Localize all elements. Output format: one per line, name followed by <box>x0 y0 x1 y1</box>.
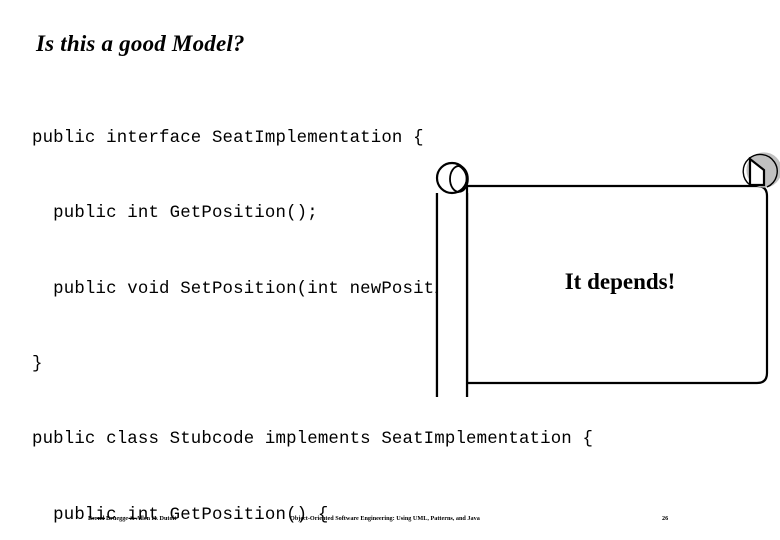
code-line: public interface SeatImplementation { <box>32 129 424 149</box>
code-line: public int GetPosition() { <box>32 505 329 525</box>
page-title: Is this a good Model? <box>36 31 245 56</box>
footer-book-title: Object-Oriented Software Engineering: Us… <box>290 515 480 522</box>
scroll-right-curl-notch <box>748 156 766 187</box>
callout-text: It depends! <box>564 269 676 294</box>
code-listing: public interface SeatImplementation { pu… <box>32 76 752 540</box>
footer-authors: Bernd Bruegge & Allen H. Dutoit <box>88 515 177 522</box>
footer-page-number: 26 <box>662 515 669 522</box>
code-line: } <box>32 355 43 375</box>
code-line: public int GetPosition(); <box>32 204 318 224</box>
code-line: public class Stubcode implements SeatImp… <box>32 430 594 450</box>
slide-footer: Bernd Bruegge & Allen H. Dutoit Object-O… <box>0 512 780 530</box>
